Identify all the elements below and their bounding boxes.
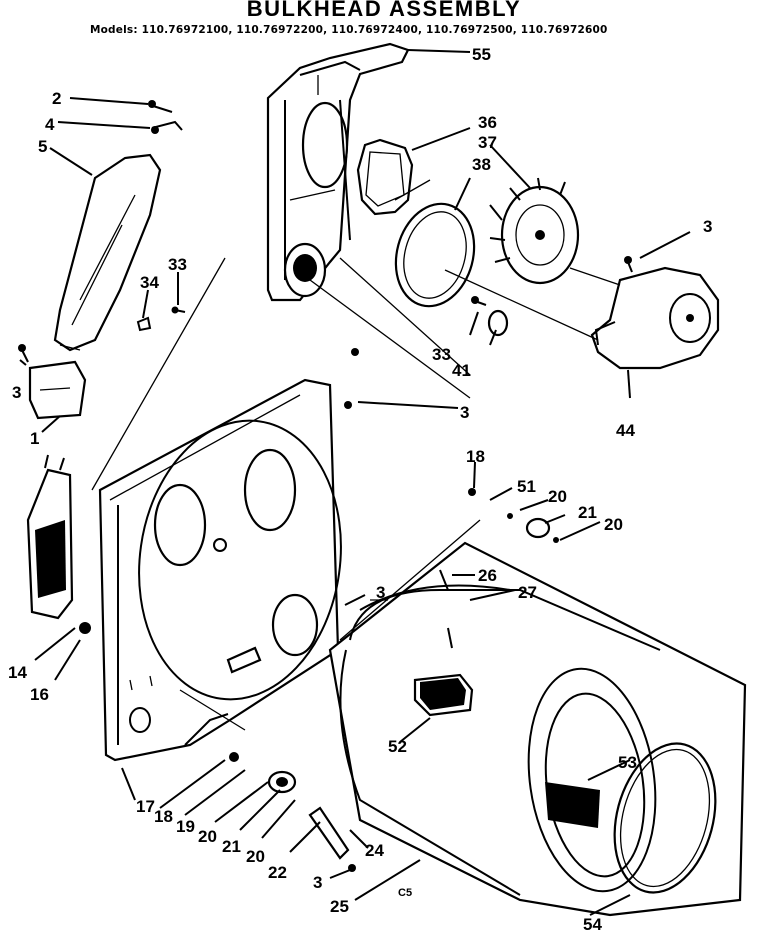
callout-4: 4 — [45, 115, 55, 134]
screw-part-3-panel — [344, 348, 359, 409]
roller-part-21-lower — [267, 770, 297, 794]
lamp-assembly-part-14 — [26, 454, 74, 620]
callout-3-panel: 3 — [460, 403, 469, 422]
leader-lines — [19, 49, 691, 916]
blower-wheel-part-37 — [489, 177, 580, 285]
front-bulkhead-panel-part-17 — [98, 378, 342, 762]
callout-37: 37 — [478, 133, 497, 152]
screw-part-33-upper — [471, 296, 487, 306]
roller-part-21-upper — [468, 488, 559, 543]
callout-20-b: 20 — [604, 515, 623, 534]
callout-22: 22 — [268, 863, 287, 882]
drawing-code: C5 — [398, 887, 412, 899]
screw-part-3-left — [18, 344, 29, 363]
shaft-part-22 — [308, 806, 350, 860]
callout-27: 27 — [518, 583, 537, 602]
callout-19: 19 — [176, 817, 195, 836]
nut-part-16 — [79, 622, 91, 634]
callout-34: 34 — [140, 273, 159, 292]
diagram-title: BULKHEAD ASSEMBLY — [246, 0, 522, 21]
callout-5: 5 — [38, 137, 47, 156]
callout-18-lower: 18 — [154, 807, 173, 826]
callout-20-c: 20 — [198, 827, 217, 846]
clip-part-4 — [151, 120, 183, 134]
fastener-part-34 — [136, 316, 152, 332]
callout-17: 17 — [136, 797, 155, 816]
screw-part-2 — [148, 100, 173, 113]
screw-part-3-housing — [624, 256, 633, 273]
blower-housing-part-44 — [590, 266, 720, 370]
callout-20-a: 20 — [548, 487, 567, 506]
drum-part-52 — [328, 541, 747, 917]
callout-41: 41 — [452, 361, 471, 380]
callout-2: 2 — [52, 89, 61, 108]
callout-52: 52 — [388, 737, 407, 756]
callout-21-upper: 21 — [578, 503, 597, 522]
screw-part-33-left — [171, 306, 186, 314]
callout-3-left: 3 — [12, 383, 21, 402]
callout-labels: 2 4 5 33 34 3 1 14 16 55 36 37 38 3 33 4… — [8, 45, 712, 934]
callout-33-left: 33 — [168, 255, 187, 274]
callout-18-upper: 18 — [466, 447, 485, 466]
callout-53: 53 — [618, 753, 637, 772]
felt-seal-part-38 — [394, 202, 476, 308]
callout-14: 14 — [8, 663, 27, 682]
bracket-part-1 — [28, 360, 87, 420]
callout-36: 36 — [478, 113, 497, 132]
bushing-part-41 — [487, 309, 509, 337]
callout-21-lower: 21 — [222, 837, 241, 856]
callout-33-upper: 33 — [432, 345, 451, 364]
washer-part-18-lower — [229, 752, 239, 762]
callout-3-drum: 3 — [376, 583, 385, 602]
callout-1: 1 — [30, 429, 39, 448]
callout-38: 38 — [472, 155, 491, 174]
drum-seal-part-54 — [613, 742, 717, 894]
callout-55: 55 — [472, 45, 491, 64]
callout-26: 26 — [478, 566, 497, 585]
callout-44: 44 — [616, 421, 635, 440]
callout-20-d: 20 — [246, 847, 265, 866]
models-line: Models: 110.76972100, 110.76972200, 110.… — [90, 24, 608, 36]
callout-3-lower: 3 — [313, 873, 322, 892]
bulkhead-seal-part-36 — [356, 138, 414, 216]
callout-51: 51 — [517, 477, 536, 496]
callout-3-housing: 3 — [703, 217, 712, 236]
callout-25: 25 — [330, 897, 349, 916]
callout-54: 54 — [583, 915, 602, 934]
bracket-part-5 — [53, 153, 162, 352]
callout-16: 16 — [30, 685, 49, 704]
callout-24: 24 — [365, 841, 384, 860]
